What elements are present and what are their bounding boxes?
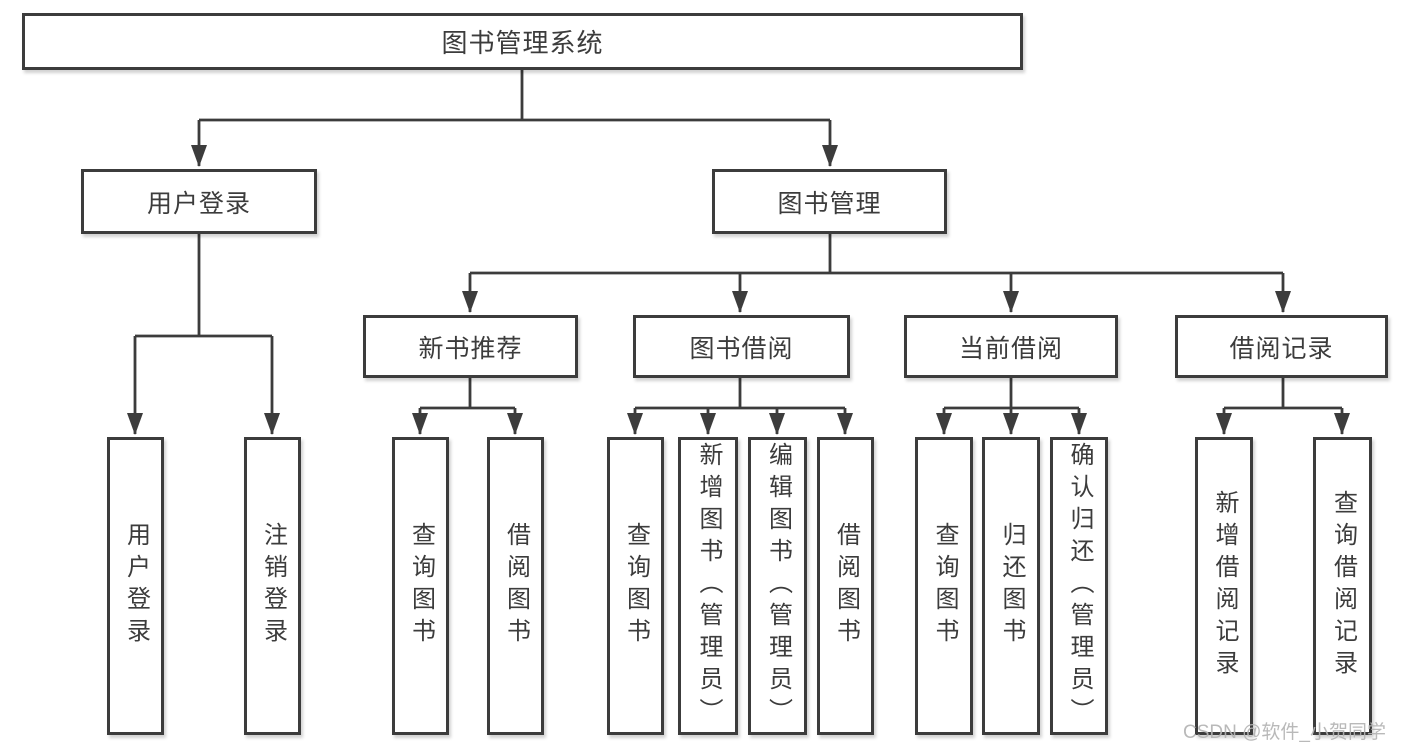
connector-bookmgmt-to-level3 bbox=[462, 233, 1291, 313]
connector-userlogin-to-leaves bbox=[127, 233, 280, 435]
node-current-borrow: 当前借阅 bbox=[904, 315, 1118, 378]
leaf-borrow-borrow-book: 借阅图书 bbox=[817, 437, 874, 735]
connector-records-to-leaves bbox=[1216, 378, 1350, 435]
leaf-user-login-label: 用户登录 bbox=[122, 522, 150, 650]
csdn-watermark: CSDN @软件_小贺同学 bbox=[1183, 722, 1386, 743]
connector-bookborrow-to-leaves bbox=[627, 378, 853, 435]
leaf-newbook-query-book: 查询图书 bbox=[392, 437, 449, 735]
leaf-newbook-query-book-label: 查询图书 bbox=[407, 522, 435, 650]
node-root: 图书管理系统 bbox=[22, 13, 1023, 70]
leaf-newbook-borrow-book: 借阅图书 bbox=[487, 437, 544, 735]
leaf-query-borrow-record-label: 查询借阅记录 bbox=[1329, 490, 1357, 682]
node-book-management: 图书管理 bbox=[712, 169, 947, 234]
leaf-edit-book-admin: 编辑图书（管理员） bbox=[748, 437, 807, 735]
leaf-add-book-admin-label: 新增图书（管理员） bbox=[695, 442, 722, 730]
node-user-login: 用户登录 bbox=[81, 169, 317, 234]
leaf-logout: 注销登录 bbox=[244, 437, 301, 735]
leaf-newbook-borrow-book-label: 借阅图书 bbox=[502, 522, 530, 650]
leaf-borrow-query-book-label: 查询图书 bbox=[622, 522, 650, 650]
leaf-current-query-book-label: 查询图书 bbox=[931, 522, 958, 650]
connector-root-to-level2 bbox=[191, 70, 838, 167]
leaf-user-login: 用户登录 bbox=[107, 437, 164, 735]
leaf-add-book-admin: 新增图书（管理员） bbox=[678, 437, 738, 735]
leaf-edit-book-admin-label: 编辑图书（管理员） bbox=[764, 442, 792, 730]
leaf-borrow-borrow-book-label: 借阅图书 bbox=[832, 522, 860, 650]
leaf-add-borrow-record: 新增借阅记录 bbox=[1195, 437, 1253, 735]
leaf-query-borrow-record: 查询借阅记录 bbox=[1313, 437, 1372, 735]
leaf-return-book: 归还图书 bbox=[982, 437, 1040, 735]
leaf-return-book-label: 归还图书 bbox=[998, 522, 1025, 650]
leaf-confirm-return-admin-label: 确认归还（管理员） bbox=[1066, 442, 1093, 730]
leaf-add-borrow-record-label: 新增借阅记录 bbox=[1211, 490, 1238, 682]
leaf-borrow-query-book: 查询图书 bbox=[607, 437, 664, 735]
node-book-borrow: 图书借阅 bbox=[633, 315, 850, 378]
node-new-book-recommend: 新书推荐 bbox=[363, 315, 578, 378]
leaf-confirm-return-admin: 确认归还（管理员） bbox=[1050, 437, 1108, 735]
connector-currentborrow-to-leaves bbox=[936, 378, 1087, 435]
leaf-logout-label: 注销登录 bbox=[259, 522, 287, 650]
node-borrow-records: 借阅记录 bbox=[1175, 315, 1388, 378]
leaf-current-query-book: 查询图书 bbox=[915, 437, 973, 735]
connector-newbook-to-leaves bbox=[412, 378, 523, 435]
